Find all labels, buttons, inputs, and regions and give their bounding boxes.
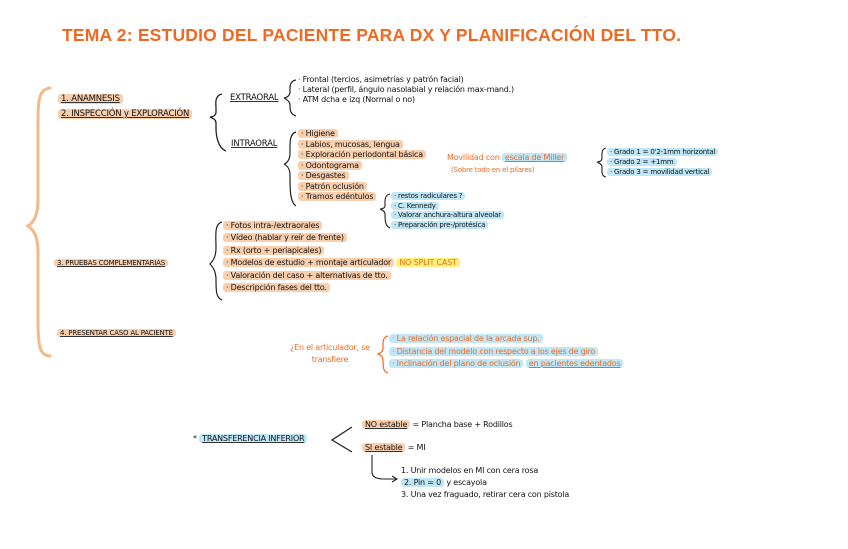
transferencia-chevron bbox=[330, 426, 353, 453]
extraoral-item: · ATM dcha e izq (Normal o no) bbox=[298, 95, 415, 104]
section-anamnesis: 1. ANAMNESIS bbox=[58, 94, 123, 105]
edentulos-list: · restos radiculares ? · C. Kennedy · Va… bbox=[391, 192, 504, 230]
main-brace bbox=[25, 86, 52, 358]
pruebas-item: · Valoración del caso + alternativas de … bbox=[223, 270, 460, 282]
intraoral-item: · Patrón oclusión bbox=[298, 181, 426, 193]
intraoral-item: · Exploración periodontal básica bbox=[298, 150, 426, 161]
pruebas-item: · Vídeo (hablar y reír de frente) bbox=[223, 232, 460, 244]
extraoral-label: EXTRAORAL bbox=[230, 93, 279, 103]
intraoral-item: · Labios, mucosas, lengua bbox=[298, 139, 426, 151]
section-presentar: 4. PRESENTAR CASO AL PACIENTE bbox=[57, 329, 176, 338]
intraoral-item: · Desgastes bbox=[298, 171, 426, 182]
extraoral-list: · Frontal (tercios, asimetrías y patrón … bbox=[298, 75, 514, 105]
intraoral-list: · Higiene · Labios, mucosas, lengua · Ex… bbox=[298, 129, 426, 203]
pruebas-item: · Modelos de estudio + montaje articulad… bbox=[223, 257, 460, 269]
articulador-list: · La relación espacial de la arcada sup.… bbox=[389, 333, 624, 371]
no-split-cast: NO SPLIT CAST bbox=[396, 258, 460, 268]
pruebas-item: · Descripción fases del tto. bbox=[223, 282, 460, 294]
articulador-item: · Inclinación del plano de oclusión en p… bbox=[389, 358, 624, 371]
si-estable-arrow bbox=[371, 455, 396, 480]
edentulos-item: · Preparación pre-/protésica bbox=[391, 220, 504, 231]
page-title: TEMA 2: ESTUDIO DEL PACIENTE PARA DX Y P… bbox=[62, 25, 682, 45]
edentulos-item: · C. Kennedy bbox=[391, 201, 504, 212]
extraoral-item: · Lateral (perfil, ángulo nasolabial y r… bbox=[298, 85, 514, 94]
movilidad-note: (Sobre todo en el pilares) bbox=[451, 166, 535, 174]
pruebas-item: · Rx (orto + periapicales) bbox=[223, 245, 460, 257]
articulador-item: · La relación espacial de la arcada sup. bbox=[389, 333, 623, 346]
step-item: 1. Unir modelos en MI con cera rosa bbox=[401, 466, 539, 475]
articulador-question: ¿En el articulador, se transfiere bbox=[290, 343, 370, 364]
grado-item: · Grado 1 = 0'2-1mm horizontal bbox=[607, 147, 719, 157]
anamnesis-label: 1. ANAMNESIS bbox=[58, 94, 123, 104]
step-item: 3. Una vez fraguado, retirar cera con pi… bbox=[401, 490, 570, 499]
miller-scale: escala de Miller bbox=[501, 153, 568, 162]
intraoral-item: · Odontograma bbox=[298, 160, 426, 172]
articulador-brace bbox=[376, 335, 389, 374]
pruebas-brace bbox=[209, 221, 223, 301]
grados-brace bbox=[596, 147, 607, 178]
pruebas-list: · Fotos intra-/extraorales · Vídeo (habl… bbox=[223, 220, 460, 294]
section-inspeccion: 2. INSPECCIÓN y EXPLORACIÓN bbox=[58, 109, 193, 120]
grado-item: · Grado 2 = +1mm bbox=[607, 157, 718, 167]
si-estable-line: SI estable = MI bbox=[362, 443, 426, 453]
step-item: 2. Pin = 0 y escayola bbox=[401, 477, 569, 489]
articulador-item: · Distancia del modelo con respecto a lo… bbox=[389, 346, 623, 359]
no-estable-line: NO estable = Plancha base + Rodillos bbox=[362, 420, 513, 430]
extraoral-brace bbox=[283, 79, 297, 117]
inspeccion-brace bbox=[209, 93, 227, 152]
intraoral-item: · Tramos edéntulos bbox=[298, 192, 426, 203]
intraoral-label: INTRAORAL bbox=[231, 139, 278, 149]
intraoral-brace bbox=[283, 131, 297, 207]
section-pruebas: 3. PRUEBAS COMPLEMENTARIAS bbox=[54, 259, 168, 268]
intraoral-item: · Higiene bbox=[298, 129, 426, 140]
transferencia-label: * TRANSFERENCIA INFERIOR bbox=[193, 434, 308, 444]
grados-list: · Grado 1 = 0'2-1mm horizontal · Grado 2… bbox=[607, 147, 719, 177]
pruebas-item: · Fotos intra-/extraorales bbox=[223, 220, 460, 232]
movilidad-line: Movilidad con escala de Miller bbox=[447, 153, 568, 163]
edentulos-item: · restos radiculares ? bbox=[391, 192, 504, 202]
extraoral-item: · Frontal (tercios, asimetrías y patrón … bbox=[298, 75, 464, 84]
inspeccion-label: 2. INSPECCIÓN y EXPLORACIÓN bbox=[58, 109, 193, 119]
edentulos-item: · Valorar anchura-altura alveolar bbox=[391, 211, 504, 221]
edentulos-brace bbox=[379, 193, 391, 229]
transferencia-steps: 1. Unir modelos en MI con cera rosa 2. P… bbox=[401, 465, 569, 501]
grado-item: · Grado 3 = movilidad vertical bbox=[607, 167, 718, 177]
